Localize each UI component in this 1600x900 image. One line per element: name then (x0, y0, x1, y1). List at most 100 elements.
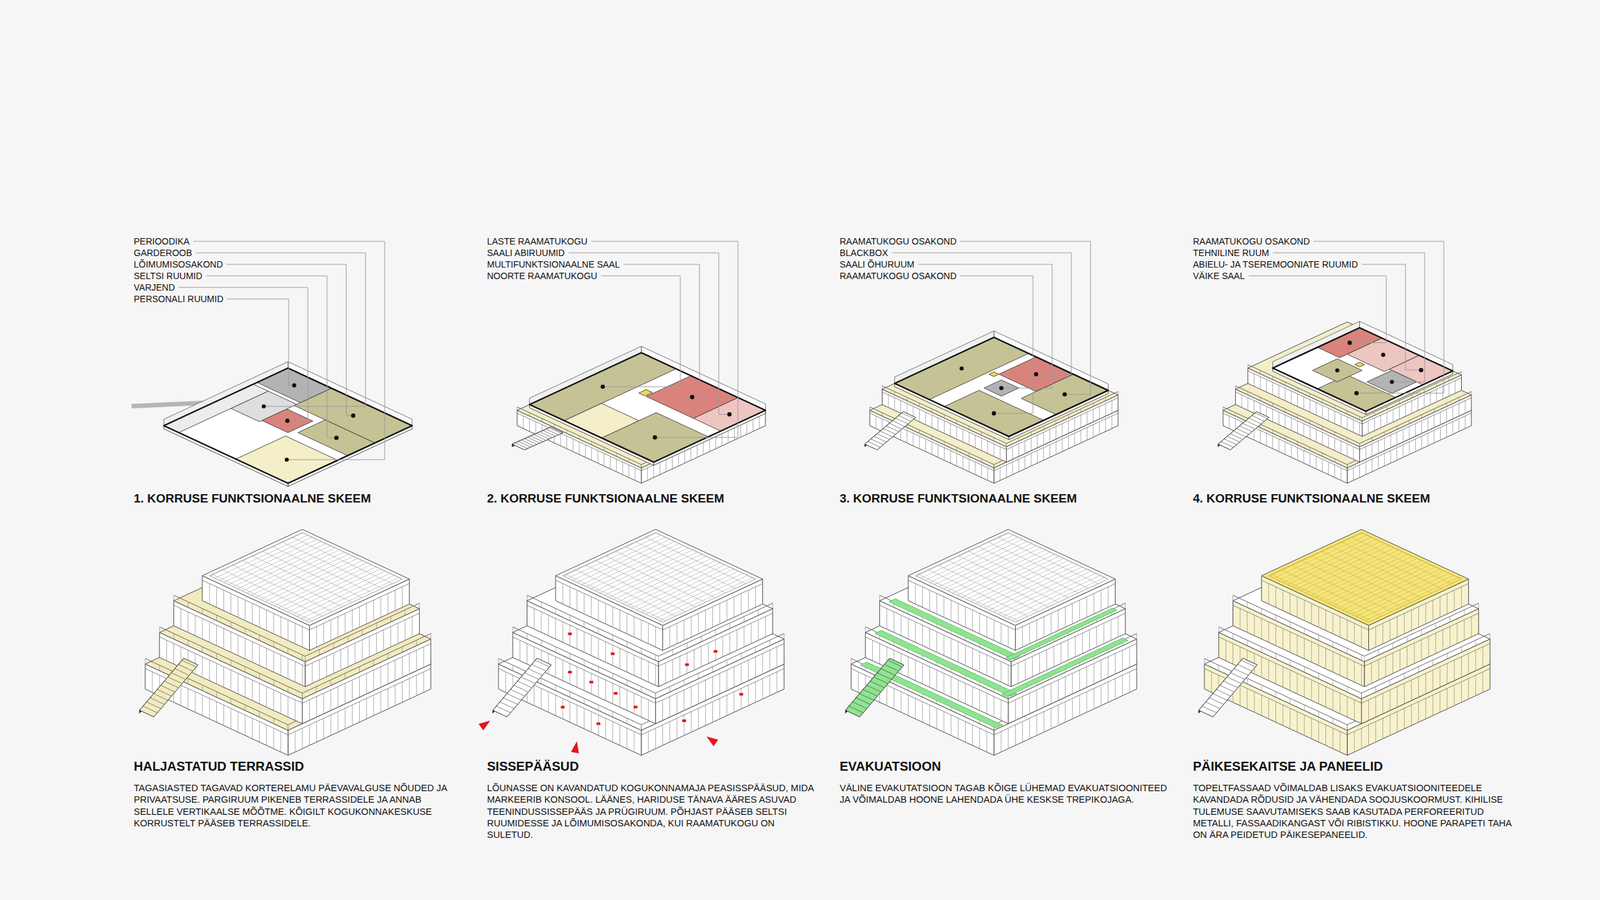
facade-line (1482, 647, 1483, 668)
roof-parapet (915, 532, 1108, 623)
roof-panel (998, 536, 1099, 584)
facade-line (1050, 682, 1052, 704)
facade-line (597, 450, 599, 464)
facade-line (879, 643, 880, 664)
facade-line (280, 731, 281, 752)
facade-line (366, 698, 367, 719)
facade-line (1128, 647, 1130, 668)
railing (1347, 437, 1348, 441)
facade-line (1304, 638, 1305, 659)
facade-line (999, 467, 1001, 481)
facade-line (1309, 399, 1311, 413)
facade-line (295, 661, 296, 683)
floor-outline (894, 337, 1109, 437)
facade-line (1354, 731, 1355, 752)
description-text: LÕUNASSE ON KAVANDATUD KOGUKONNAMAJA PEA… (487, 782, 817, 841)
entrance-marker (596, 722, 601, 726)
stair (845, 657, 904, 717)
facade-line (416, 675, 417, 696)
floor-top (1235, 337, 1472, 447)
facade-line (1029, 693, 1030, 714)
railing (1392, 642, 1394, 649)
railing (202, 684, 203, 691)
facade-line (626, 689, 628, 711)
facade-line (1411, 679, 1412, 701)
entrance-marker (707, 736, 719, 747)
facade-line (686, 652, 688, 674)
room-marker (1381, 352, 1385, 357)
facade-line (1036, 689, 1037, 711)
railing (1318, 634, 1320, 641)
stair-step (1212, 693, 1227, 701)
facade-line (1290, 417, 1292, 431)
facade-line (1402, 429, 1404, 443)
facade-line (245, 599, 246, 621)
facade-line (1036, 714, 1037, 736)
facade-line (562, 621, 564, 642)
facade-line (1000, 699, 1002, 720)
facade-line (641, 696, 642, 717)
facade-line (245, 676, 246, 697)
railing (1378, 649, 1380, 656)
facade-line (152, 672, 153, 693)
facade-line (915, 621, 916, 642)
facade-line (1375, 626, 1376, 648)
roof-panel (1291, 565, 1392, 612)
facade-line (1111, 400, 1113, 414)
floor-plan-title: 4. KORRUSE FUNKTSIONAALNE SKEEM (1192, 490, 1431, 507)
facade-line (1008, 626, 1009, 648)
railing (1396, 426, 1398, 430)
facade-line (326, 656, 328, 677)
leader-dot (285, 418, 290, 423)
facade-line (662, 724, 664, 745)
railing (1332, 679, 1334, 686)
railing (1247, 364, 1248, 368)
railing (216, 691, 217, 698)
railing (1080, 408, 1081, 413)
facade-line (1285, 387, 1286, 401)
railing (1446, 403, 1448, 407)
facade-line (230, 593, 232, 614)
roof-panel (635, 542, 736, 589)
railing (598, 666, 600, 672)
floor-top (908, 529, 1116, 626)
railing (1272, 430, 1273, 434)
facade-line (633, 654, 635, 676)
facade-line (1464, 416, 1466, 429)
facade-line (237, 634, 239, 656)
railing (1404, 673, 1405, 680)
facade-line (1022, 626, 1023, 648)
facade-line (769, 675, 770, 696)
railing (1275, 653, 1277, 660)
callout-label: LASTE RAAMATUKOGU (487, 235, 588, 248)
facade-line (1418, 676, 1419, 697)
facade-line (956, 426, 957, 440)
facade-line (560, 433, 561, 447)
facade-line (691, 616, 692, 637)
railing (1449, 616, 1451, 623)
railing (919, 403, 920, 407)
facade-line (981, 464, 982, 478)
facade-line (1260, 376, 1261, 390)
facade-line (1405, 403, 1407, 417)
railing (583, 621, 585, 628)
facade-line (1086, 666, 1088, 688)
stair (1217, 411, 1270, 450)
railing (1261, 646, 1263, 653)
facade-line (366, 673, 367, 694)
facade-line (1025, 659, 1026, 680)
railing (931, 408, 933, 413)
facade-line (986, 731, 987, 752)
railing (1411, 394, 1412, 399)
facade-line (1315, 429, 1317, 443)
facade-line (1427, 417, 1429, 431)
railing (541, 418, 543, 422)
facade-line (908, 695, 909, 716)
room-marker (351, 413, 356, 418)
room-marker (1354, 391, 1359, 395)
facade-line (1468, 678, 1469, 699)
stair-step (181, 660, 196, 667)
facade-line (1082, 632, 1083, 654)
railing (712, 666, 713, 672)
facade-line (1315, 456, 1317, 470)
